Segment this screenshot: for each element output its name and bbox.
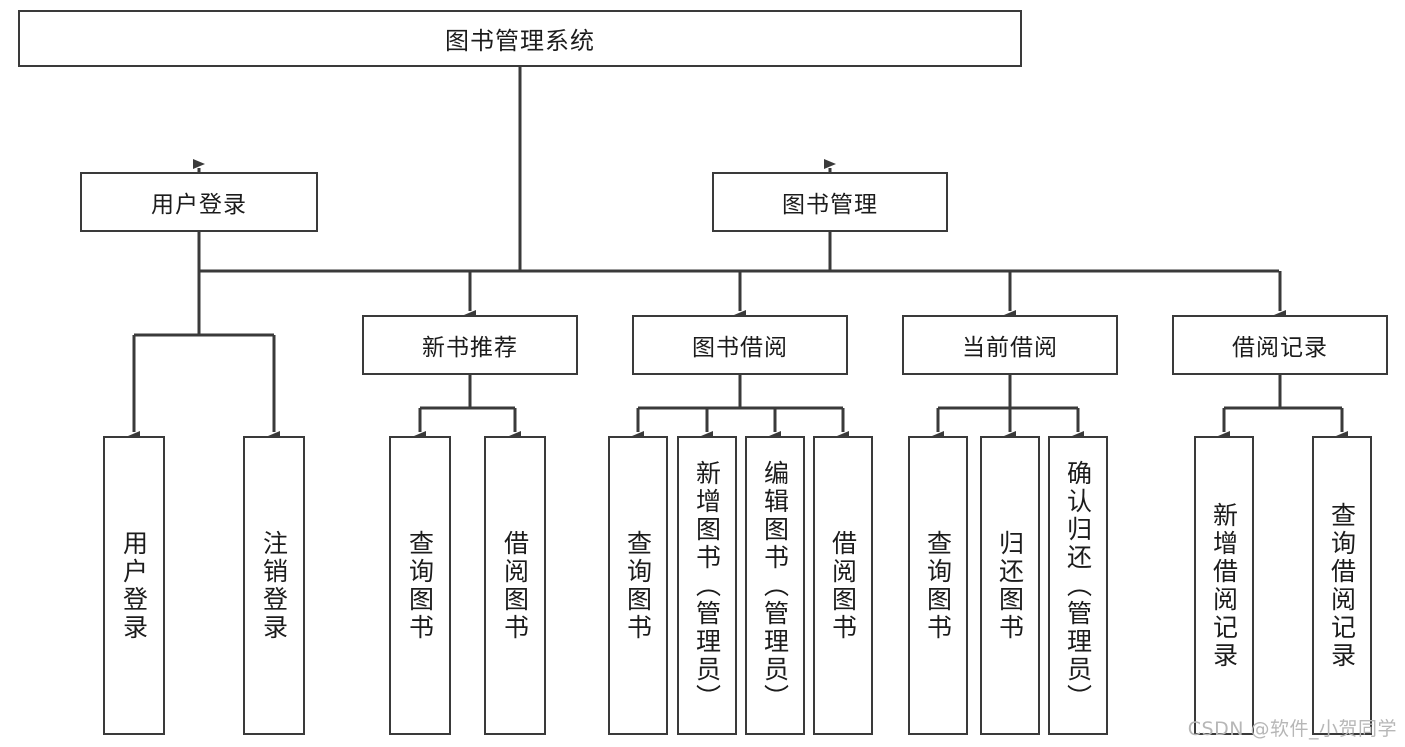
leaf-confirm-return-admin[interactable]: 确认归还（管理员） [1048,436,1108,735]
leaf-query-book-3[interactable]: 查询图书 [908,436,968,735]
node-book-manage-label: 图书管理 [782,192,878,218]
leaf-query-book-2[interactable]: 查询图书 [608,436,668,735]
leaf-return-book[interactable]: 归还图书 [980,436,1040,735]
node-user-login-label: 用户登录 [151,192,247,218]
watermark: CSDN @软件_小贺同学 [1187,718,1397,740]
node-book-borrow[interactable]: 图书借阅 [632,315,848,375]
leaf-return-book-label: 归还图书 [995,529,1025,642]
leaf-user-login-label: 用户登录 [119,529,149,642]
node-borrow-record-label: 借阅记录 [1232,335,1328,361]
leaf-query-book-1-label: 查询图书 [405,529,435,642]
node-borrow-record[interactable]: 借阅记录 [1172,315,1388,375]
leaf-edit-book-admin[interactable]: 编辑图书（管理员） [745,436,805,735]
node-book-manage[interactable]: 图书管理 [712,172,948,232]
leaf-borrow-book-2[interactable]: 借阅图书 [813,436,873,735]
leaf-query-book-2-label: 查询图书 [623,529,653,642]
leaf-add-borrow-record[interactable]: 新增借阅记录 [1194,436,1254,735]
node-new-book-recommend-label: 新书推荐 [422,335,518,361]
leaf-query-borrow-record-label: 查询借阅记录 [1327,501,1357,670]
leaf-borrow-book-1-label: 借阅图书 [500,529,530,642]
leaf-user-login[interactable]: 用户登录 [103,436,165,735]
leaf-user-logout[interactable]: 注销登录 [243,436,305,735]
leaf-user-logout-label: 注销登录 [259,529,289,642]
leaf-query-borrow-record[interactable]: 查询借阅记录 [1312,436,1372,735]
leaf-confirm-return-admin-label: 确认归还（管理员） [1063,459,1093,712]
leaf-add-borrow-record-label: 新增借阅记录 [1209,501,1239,670]
leaf-query-book-1[interactable]: 查询图书 [389,436,451,735]
node-new-book-recommend[interactable]: 新书推荐 [362,315,578,375]
leaf-query-book-3-label: 查询图书 [923,529,953,642]
node-current-borrow[interactable]: 当前借阅 [902,315,1118,375]
node-root-label: 图书管理系统 [445,27,595,55]
leaf-add-book-admin[interactable]: 新增图书（管理员） [677,436,737,735]
node-current-borrow-label: 当前借阅 [962,335,1058,361]
leaf-add-book-admin-label: 新增图书（管理员） [692,459,722,712]
leaf-edit-book-admin-label: 编辑图书（管理员） [760,459,790,712]
leaf-borrow-book-2-label: 借阅图书 [828,529,858,642]
node-book-borrow-label: 图书借阅 [692,335,788,361]
leaf-borrow-book-1[interactable]: 借阅图书 [484,436,546,735]
node-user-login[interactable]: 用户登录 [80,172,318,232]
node-root[interactable]: 图书管理系统 [18,10,1022,67]
